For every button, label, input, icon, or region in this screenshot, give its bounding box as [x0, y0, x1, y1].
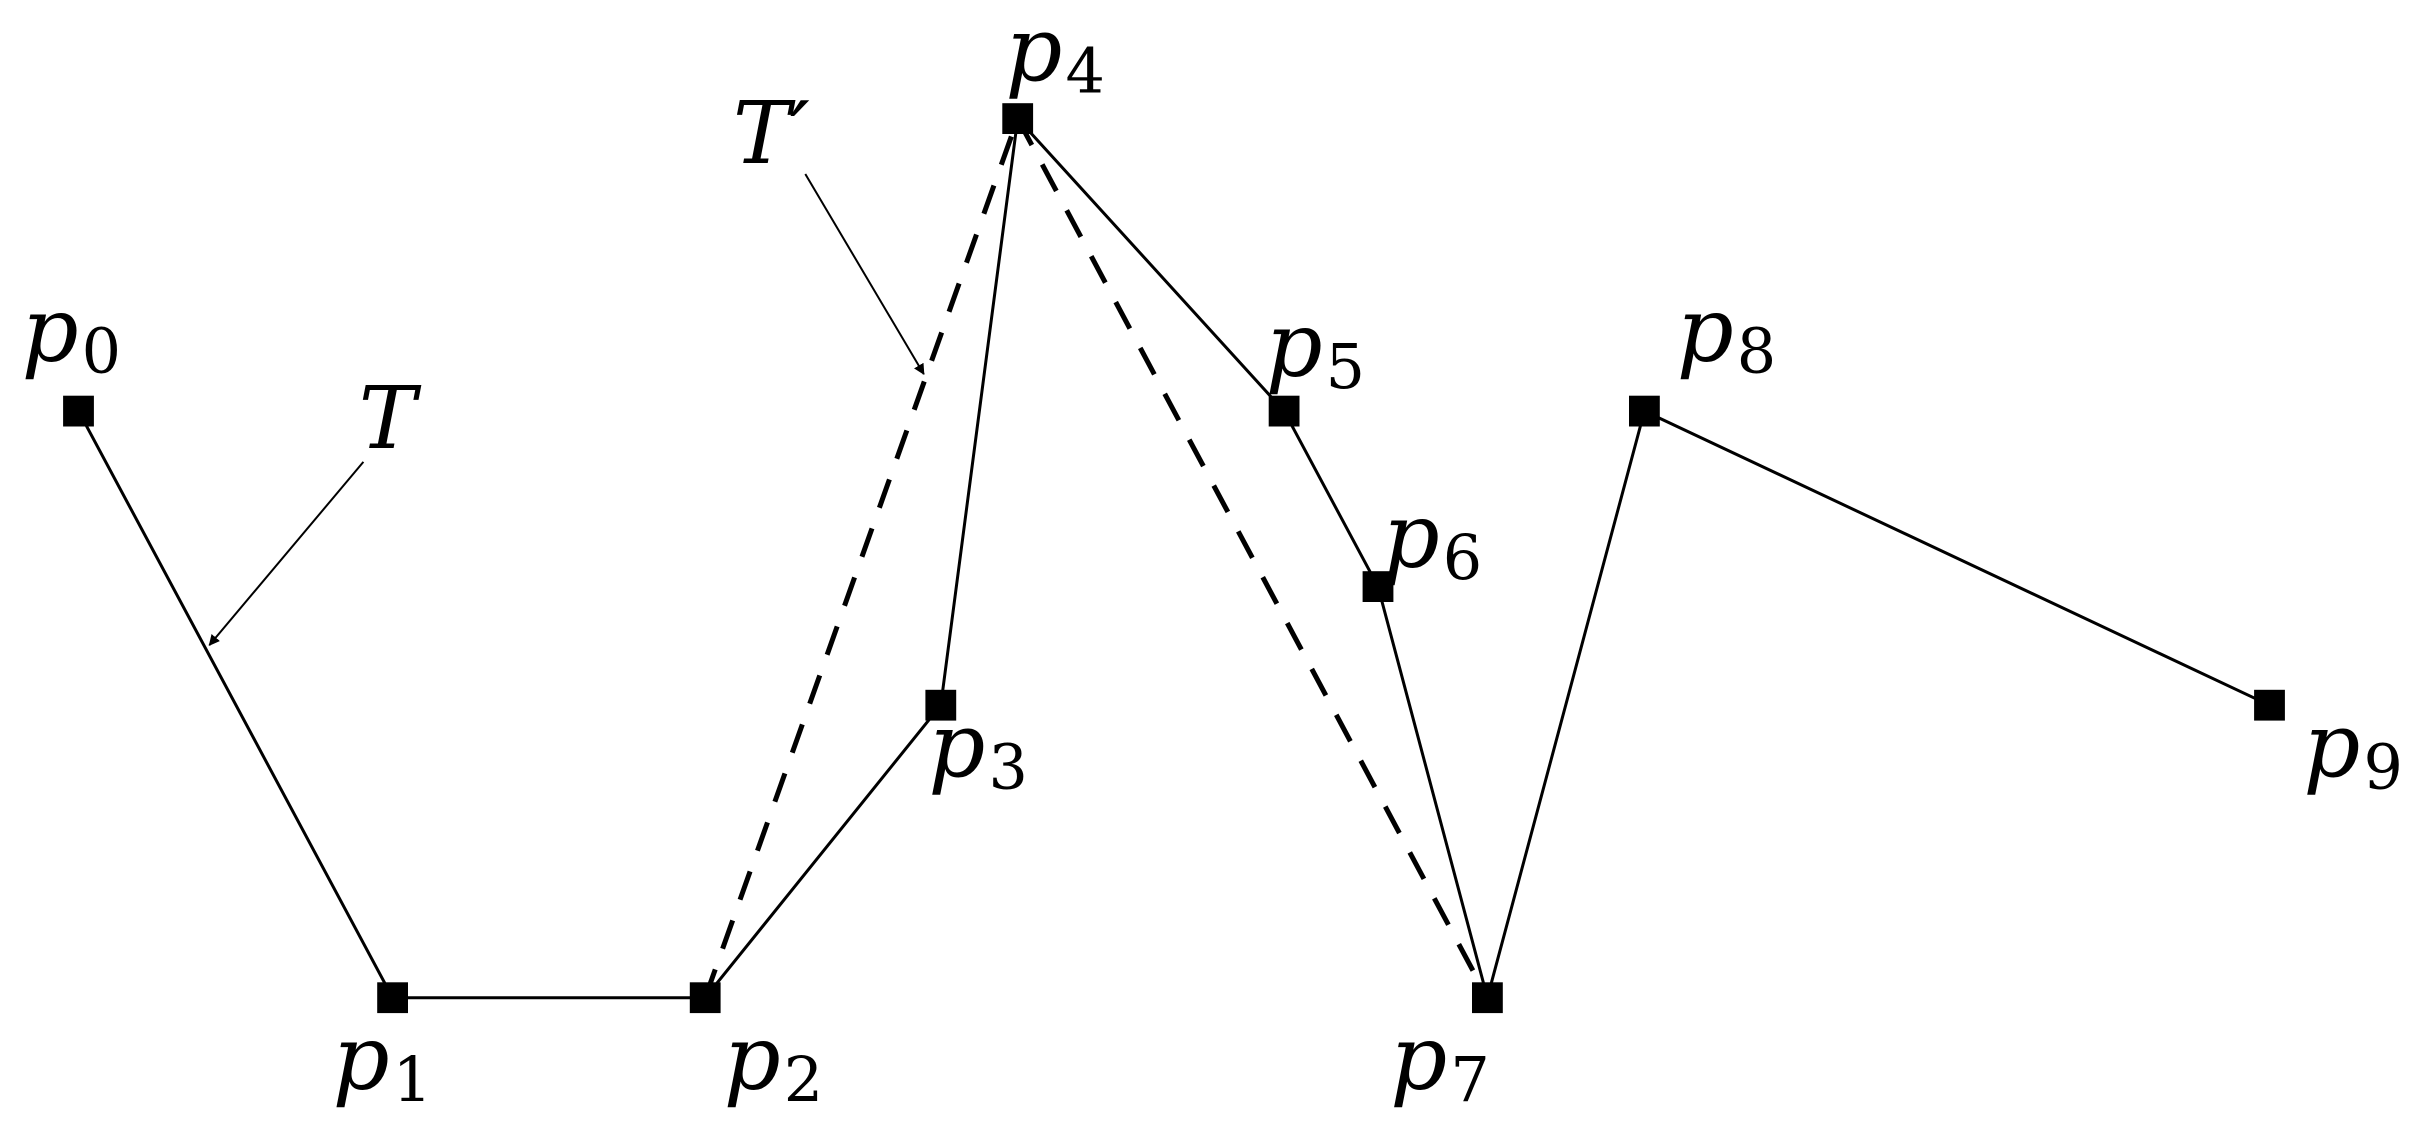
edge-p3-p4 — [939, 117, 1020, 707]
vertex-marker-p2 — [689, 982, 721, 1014]
edge-p5-p6 — [1282, 409, 1380, 589]
vertex-markers — [63, 103, 2285, 1014]
path-T-prime-edges — [702, 117, 1490, 999]
edge-p7-p8 — [1485, 409, 1646, 1000]
edge-p2-p3 — [703, 703, 943, 1000]
vertex-label-p8: p8 — [1677, 277, 1777, 387]
edge-p4-p5 — [1016, 117, 1286, 413]
path-labels: T T′ — [359, 84, 810, 469]
vertex-marker-p0 — [63, 395, 94, 427]
edge-p6-p7 — [1376, 585, 1489, 1000]
vertex-label-p4: p4 — [1005, 0, 1105, 107]
vertex-marker-p6 — [1362, 571, 1394, 602]
vertex-marker-p1 — [377, 982, 408, 1014]
vertex-label-p5: p5 — [1266, 293, 1366, 403]
vertex-label-p1: p1 — [333, 1006, 433, 1116]
vertex-marker-p3 — [925, 689, 957, 721]
vertex-label-p9: p9 — [2303, 693, 2403, 803]
vertex-marker-p7 — [1472, 982, 1503, 1014]
vertex-marker-p5 — [1268, 395, 1300, 427]
T-prime-pointer-arrow — [804, 173, 925, 376]
vertex-marker-p9 — [2254, 689, 2285, 721]
path-T-edges — [77, 117, 2271, 1000]
vertex-label-p6: p6 — [1383, 484, 1483, 594]
vertex-marker-p4 — [1002, 103, 1034, 134]
path-label-T-prime: T′ — [733, 84, 810, 184]
dashed-edge-p2-p4 — [702, 117, 1021, 999]
path-label-T: T — [359, 369, 422, 469]
path-label-pointers — [208, 173, 925, 646]
vertex-label-p0: p0 — [22, 277, 122, 387]
vertex-marker-p8 — [1629, 395, 1660, 427]
edge-p8-p9 — [1642, 409, 2271, 707]
T-pointer-arrow — [208, 461, 365, 646]
edge-p0-p1 — [77, 409, 395, 1000]
vertex-label-p2: p2 — [724, 1006, 824, 1116]
dashed-edge-p4-p7 — [1015, 117, 1490, 999]
vertex-label-p7: p7 — [1390, 1006, 1490, 1116]
vertex-label-p3: p3 — [928, 693, 1028, 803]
